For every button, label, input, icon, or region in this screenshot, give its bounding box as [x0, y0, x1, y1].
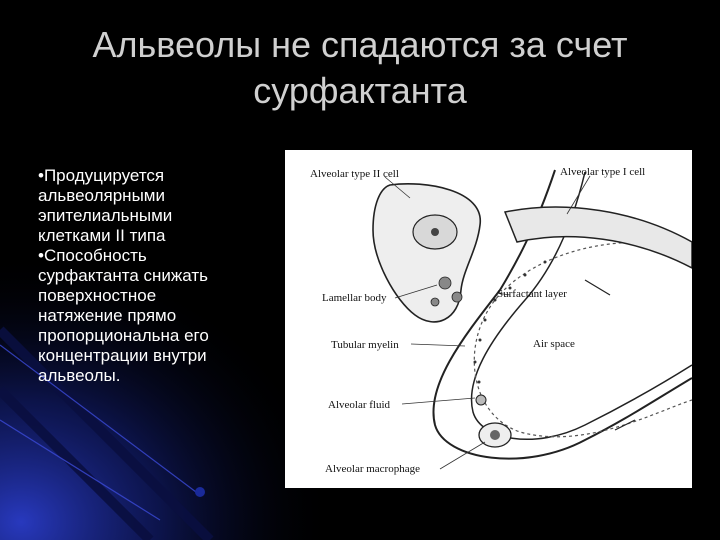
label-alveolar-macrophage: Alveolar macrophage: [325, 463, 420, 475]
label-surfactant-layer: Surfactant layer: [497, 288, 567, 300]
macrophage-nucleus: [490, 430, 500, 440]
bullet-text: •Продуцируется альвеолярными эпителиальн…: [38, 166, 270, 386]
label-lamellar-body: Lamellar body: [322, 292, 387, 304]
bullet-line: сурфактанта снижать: [38, 266, 270, 286]
flow-arrow-right: [585, 280, 610, 295]
bullet-line: альвеолярными: [38, 186, 270, 206]
label-alveolar-fluid: Alveolar fluid: [328, 399, 391, 411]
bullet-line: •Продуцируется: [38, 166, 270, 186]
bullet-line: пропорциональна его: [38, 326, 270, 346]
title-line-2: сурфактанта: [0, 68, 720, 114]
label-tubular-myelin: Tubular myelin: [331, 339, 399, 351]
slide-title: Альвеолы не спадаются за счет сурфактант…: [0, 22, 720, 114]
bullet-line: поверхностное: [38, 286, 270, 306]
bullet-line: концентрации внутри: [38, 346, 270, 366]
type1-cell-band: [505, 207, 692, 268]
bullet-line: эпителиальными: [38, 206, 270, 226]
type2-cell: [373, 184, 480, 322]
bullet-line: клетками II типа: [38, 226, 270, 246]
bullet-line: •Способность: [38, 246, 270, 266]
bullet-line: натяжение прямо: [38, 306, 270, 326]
label-type2-cell: Alveolar type II cell: [310, 168, 399, 180]
surfactant-dots: [474, 261, 547, 384]
decor-dot: [195, 487, 205, 497]
surfactant-layer: [474, 242, 692, 436]
label-type1-cell: Alveolar type I cell: [560, 166, 645, 178]
fluid-particle: [476, 395, 486, 405]
bullet-line: альвеолы.: [38, 366, 270, 386]
alveolus-illustration: Alveolar type II cell Alveolar type I ce…: [285, 150, 692, 488]
title-line-1: Альвеолы не спадаются за счет: [0, 22, 720, 68]
label-air-space: Air space: [533, 338, 575, 350]
type2-nucleolus: [431, 228, 439, 236]
alveolus-diagram: Alveolar type II cell Alveolar type I ce…: [285, 150, 692, 488]
